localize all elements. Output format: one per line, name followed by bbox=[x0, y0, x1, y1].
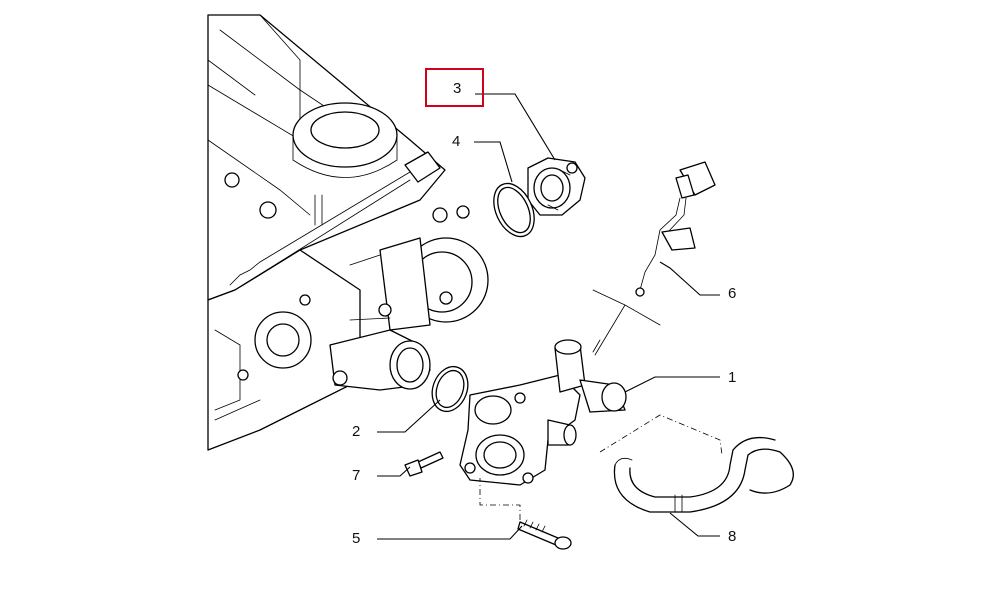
thermostat-housing-part-1 bbox=[459, 339, 627, 486]
coolant-hose-part-8 bbox=[613, 436, 794, 513]
bolt-part-5 bbox=[517, 519, 572, 550]
callout-7: 7 bbox=[352, 467, 360, 484]
thermostat-gasket-part-4 bbox=[493, 182, 535, 238]
callout-6: 6 bbox=[728, 285, 736, 302]
callout-5: 5 bbox=[352, 530, 360, 547]
temperature-sensor-part-6 bbox=[635, 161, 716, 297]
callout-leaders bbox=[377, 93, 720, 540]
engine-block-drawing bbox=[207, 14, 489, 451]
callout-8: 8 bbox=[728, 528, 736, 545]
o-ring-part-2 bbox=[431, 365, 469, 413]
assembly-guide-lines bbox=[479, 289, 723, 520]
callout-labels: 1 2 3 4 5 6 7 8 bbox=[352, 80, 736, 547]
highlight-box bbox=[425, 68, 484, 107]
callout-2: 2 bbox=[352, 423, 360, 440]
thermostat-part-3 bbox=[527, 157, 586, 216]
callout-3: 3 bbox=[453, 80, 461, 97]
callout-1: 1 bbox=[728, 369, 736, 386]
callout-4: 4 bbox=[452, 133, 460, 150]
bolt-part-7 bbox=[404, 451, 444, 477]
